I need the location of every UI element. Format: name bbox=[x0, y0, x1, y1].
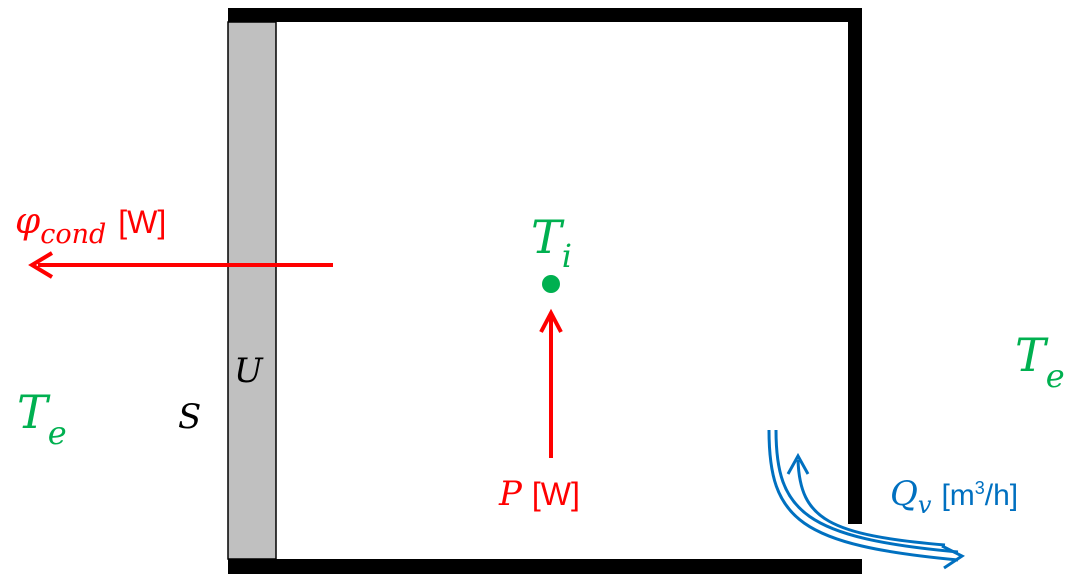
ventilation-outflow-curve bbox=[767, 429, 959, 562]
ventilation-flow-label: Qv [m3/h] bbox=[890, 474, 1019, 519]
ventilation-outflow-head bbox=[941, 544, 965, 570]
transmittance-label: U bbox=[234, 351, 263, 391]
ventilation-outflow-curve-inner bbox=[774, 429, 959, 554]
bottom-wall bbox=[228, 559, 862, 574]
top-wall bbox=[228, 8, 862, 22]
exterior-temperature-right-label: Te bbox=[1015, 328, 1065, 395]
right-wall bbox=[848, 8, 862, 524]
insulated-wall bbox=[227, 21, 277, 560]
ventilation-inflow-curve bbox=[796, 459, 946, 547]
conduction-arrow-head bbox=[28, 251, 54, 279]
interior-temperature-label: Ti bbox=[531, 210, 572, 275]
exterior-temperature-left-label: Te bbox=[17, 385, 67, 452]
ventilation-inflow-head bbox=[786, 452, 810, 475]
power-arrow-head bbox=[539, 308, 563, 333]
interior-point bbox=[542, 275, 560, 293]
conduction-flux-label: φcond [W] bbox=[15, 201, 167, 250]
power-label: P [W] bbox=[499, 474, 580, 514]
surface-label: S bbox=[178, 397, 202, 437]
